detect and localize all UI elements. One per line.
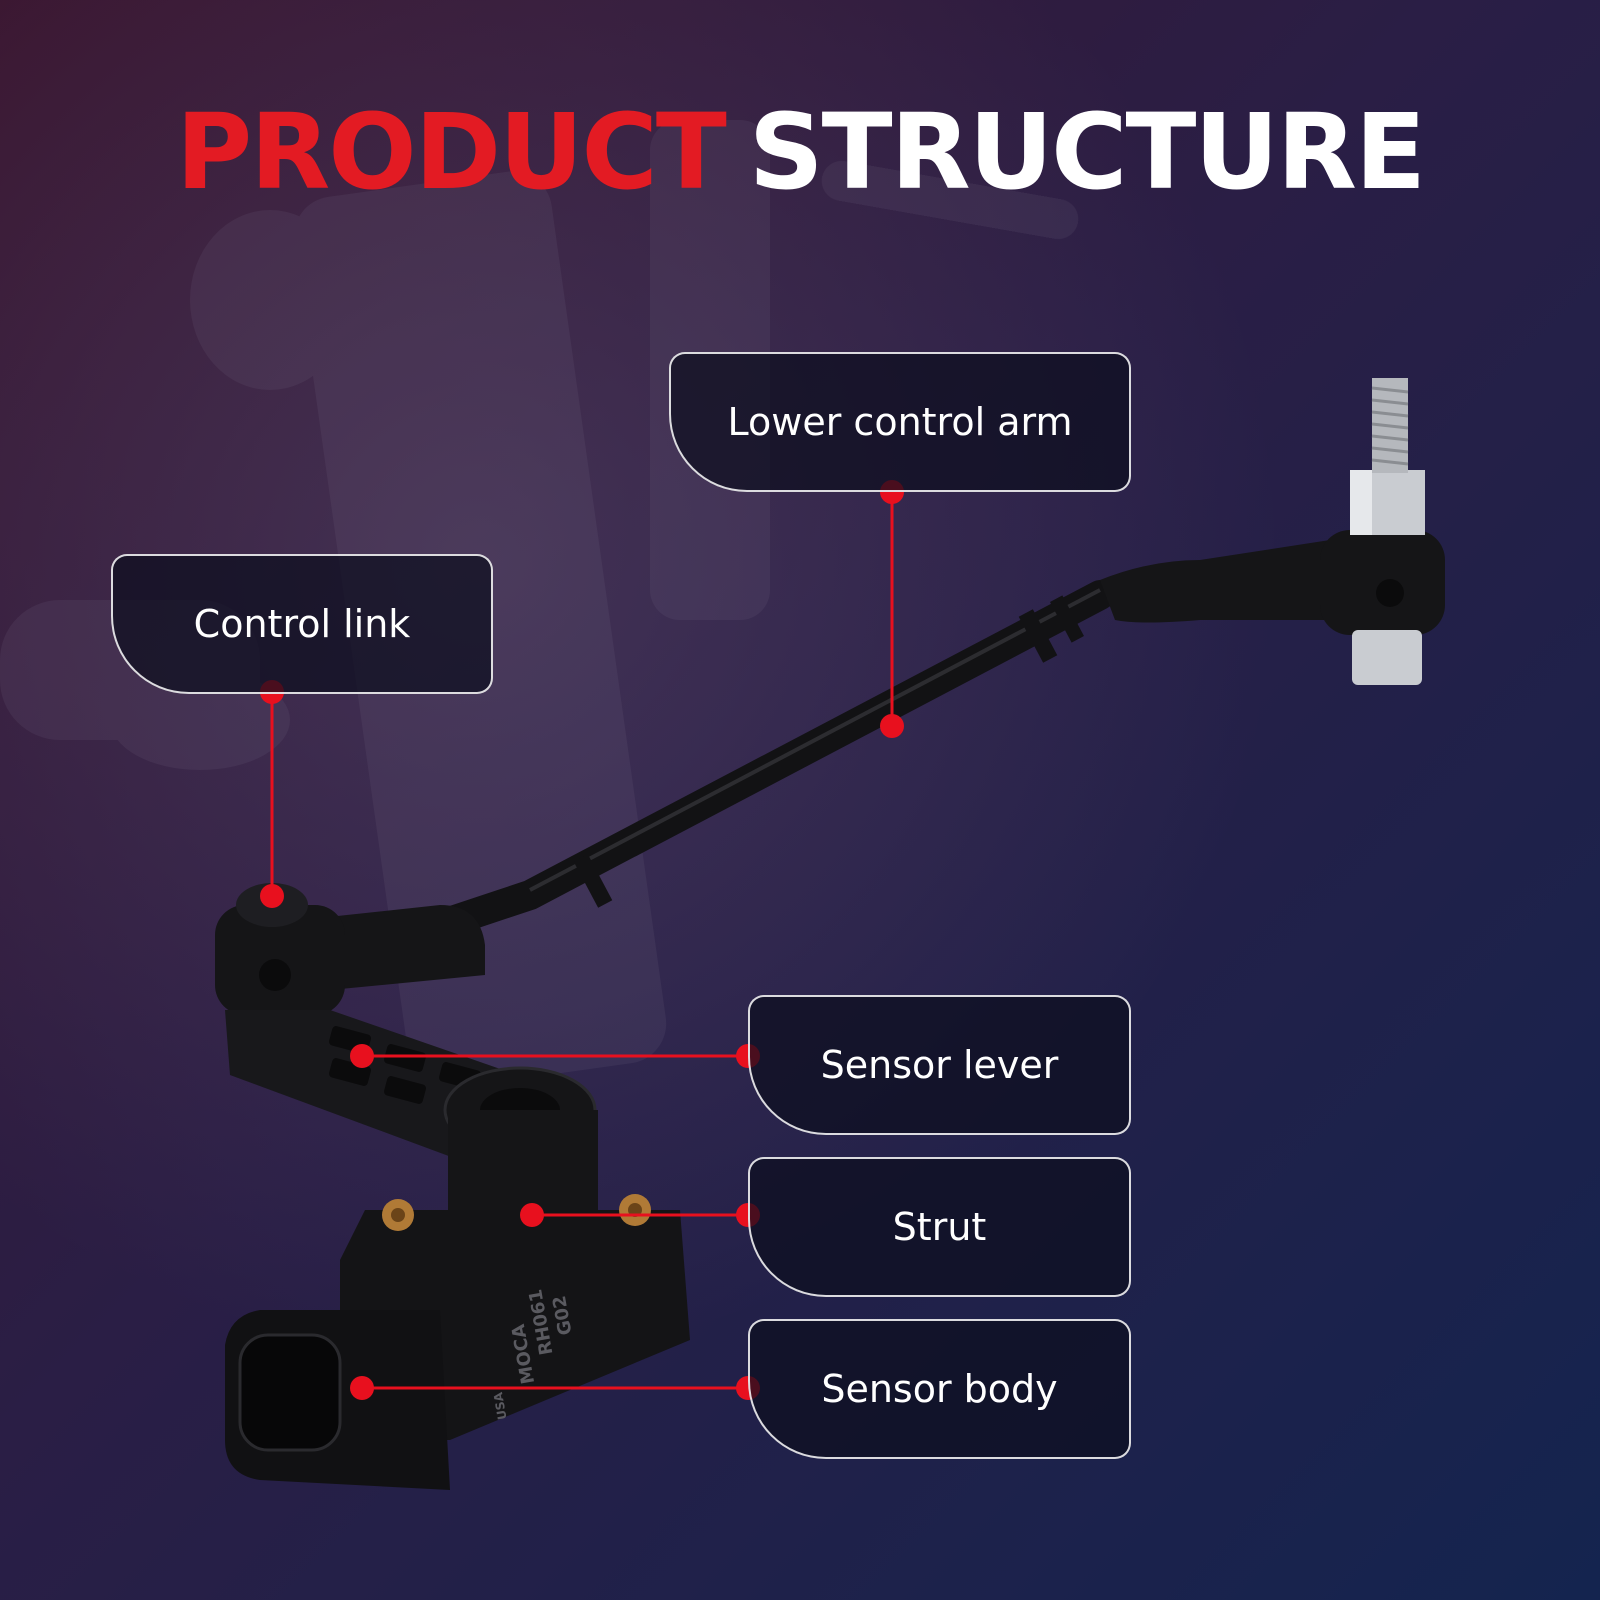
control-rod bbox=[425, 580, 1115, 940]
leader-lines bbox=[270, 492, 894, 1390]
callout-label: Control link bbox=[193, 602, 411, 646]
callout-sensor-body: Sensor body bbox=[748, 1319, 1131, 1459]
mounting-stud bbox=[1350, 378, 1425, 685]
title-word-product: PRODUCT bbox=[176, 91, 727, 213]
callout-label: Strut bbox=[892, 1205, 987, 1249]
marking-origin: USA bbox=[491, 1391, 510, 1421]
rod-ribs bbox=[573, 595, 1084, 908]
control-link-arm bbox=[300, 905, 485, 990]
callout-sensor-lever: Sensor lever bbox=[748, 995, 1131, 1135]
callout-control-link: Control link bbox=[111, 554, 493, 694]
title-word-structure: STRUCTURE bbox=[748, 91, 1426, 213]
dot-lower-control-arm-part bbox=[880, 714, 904, 738]
upper-arm-end bbox=[1100, 540, 1330, 623]
dot-strut-part bbox=[520, 1203, 544, 1227]
callout-label: Sensor body bbox=[821, 1367, 1058, 1411]
dot-sensor-lever-part bbox=[350, 1044, 374, 1068]
callout-lower-control-arm: Lower control arm bbox=[669, 352, 1131, 492]
callout-strut: Strut bbox=[748, 1157, 1131, 1297]
callout-label: Sensor lever bbox=[820, 1043, 1059, 1087]
dot-control-link-part bbox=[260, 884, 284, 908]
callout-label: Lower control arm bbox=[727, 400, 1073, 444]
dot-sensor-body-part bbox=[350, 1376, 374, 1400]
